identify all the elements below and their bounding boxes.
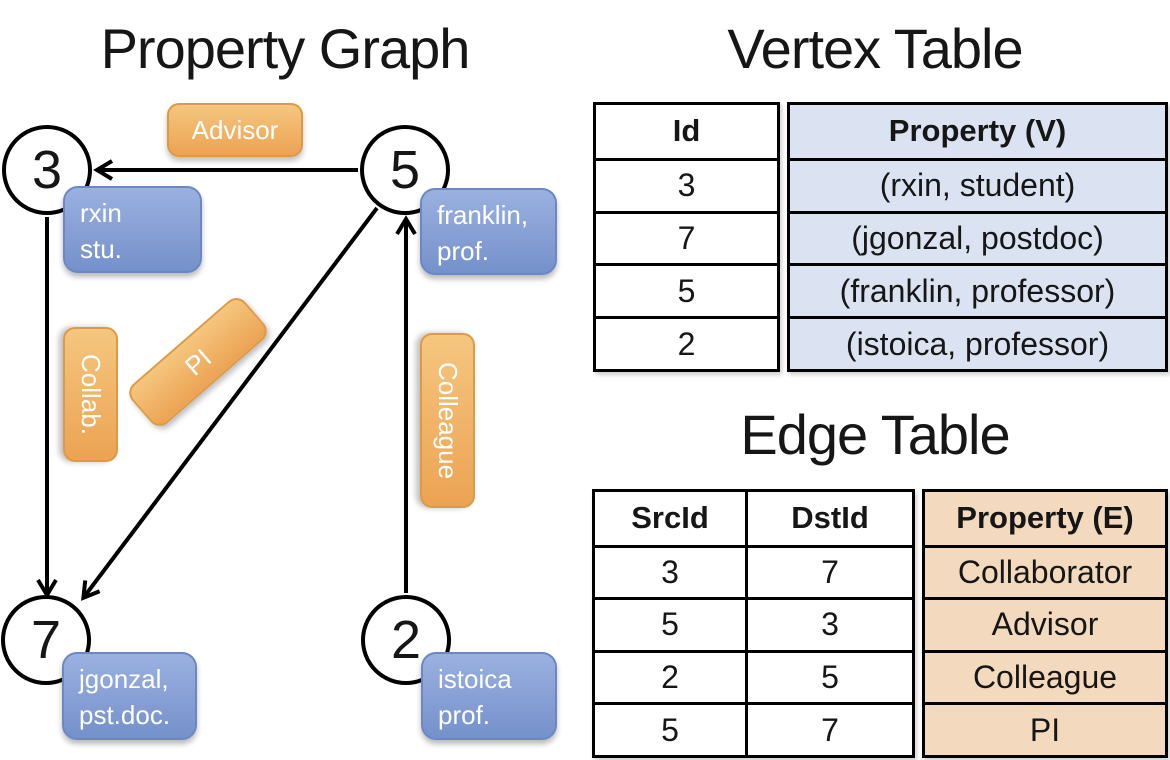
table-cell: Advisor [925,597,1165,650]
vertex-property-box-istoica: istoica prof. [421,652,557,740]
table-cell: (rxin, student) [790,157,1165,211]
table-cell: (franklin, professor) [790,263,1165,317]
table-cell: 3 [596,157,777,211]
vertex-table-property-column: Property (V) (rxin, student) (jgonzal, p… [787,102,1168,372]
vertex-node-id: 7 [30,610,62,670]
edge-table-id-columns: SrcId DstId 3 7 5 3 2 5 5 7 [592,489,915,758]
vertex-property-line: prof. [438,700,491,730]
edge-label-collab: Collab. [63,327,118,462]
vertex-table-id-header: Id [672,113,701,149]
vertex-node-id: 5 [389,140,421,200]
vertex-property-box-rxin: rxin stu. [63,186,202,273]
table-cell: 5 [596,263,777,316]
vertex-table-id-column: Id 3 7 5 2 [593,102,780,372]
table-cell: (jgonzal, postdoc) [790,210,1165,264]
vertex-property-line: stu. [80,234,122,264]
table-cell: 3 [745,597,912,650]
table-cell: Collaborator [925,544,1165,598]
table-cell: 2 [595,649,745,703]
vertex-property-line: rxin [80,198,122,228]
property-graph-title: Property Graph [100,17,471,80]
vertex-node-id: 2 [390,610,422,670]
table-cell: 7 [745,544,912,598]
vertex-property-line: pst.doc. [79,700,171,730]
vertex-property-line: franklin, [437,200,529,230]
table-cell: PI [925,702,1165,755]
vertex-node-5: 5 [360,125,450,215]
vertex-property-line: prof. [437,236,490,266]
vertex-property-box-franklin: franklin, prof. [420,188,557,275]
table-cell: (istoica, professor) [790,316,1165,369]
edge-label-colleague: Colleague [420,333,475,508]
edge-table-srcid-header: SrcId [631,500,709,536]
vertex-property-line: istoica [438,664,512,694]
table-cell: Colleague [925,649,1165,703]
edge-label-advisor: Advisor [167,103,303,157]
table-cell: 5 [745,649,912,703]
vertex-table-title: Vertex Table [727,17,1023,80]
table-cell: 3 [595,544,745,598]
table-cell: 5 [595,702,745,755]
table-cell: 2 [596,316,777,369]
edge-table-property-column: Property (E) Collaborator Advisor Collea… [922,489,1168,758]
edge-table-property-header: Property (E) [925,492,1165,545]
table-cell: 7 [745,702,912,755]
vertex-property-line: jgonzal, [79,664,169,694]
vertex-table-property-header: Property (V) [790,105,1165,158]
edge-table-title: Edge Table [740,403,1010,466]
table-cell: 5 [595,597,745,650]
vertex-node-3: 3 [2,125,92,215]
edge-table-dstid-header: DstId [745,492,912,545]
edge-label-pi: PI [124,293,272,431]
vertex-property-box-jgonzal: jgonzal, pst.doc. [62,652,197,740]
vertex-node-id: 3 [31,140,63,200]
table-cell: 7 [596,210,777,264]
